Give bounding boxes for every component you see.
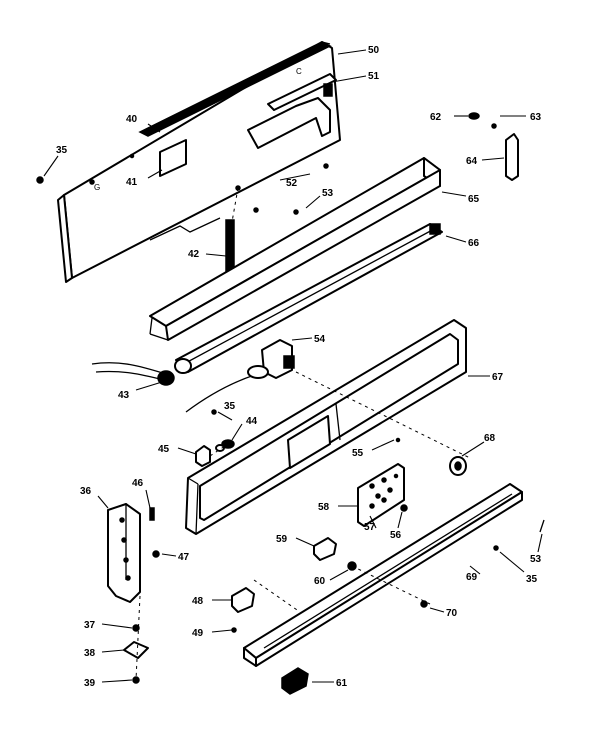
label-46: 46	[132, 478, 144, 489]
screw-47	[152, 550, 160, 558]
svg-text:G: G	[94, 183, 100, 192]
rail-66	[174, 223, 443, 374]
label-69: 69	[466, 572, 478, 583]
clip-44	[215, 439, 235, 452]
circuit-board-58	[357, 463, 405, 527]
label-51: 51	[368, 71, 380, 82]
label-52: 52	[286, 178, 298, 189]
label-40: 40	[126, 114, 138, 125]
alignment-lines	[135, 187, 471, 681]
label-70: 70	[446, 608, 458, 619]
leader-lines	[43, 49, 543, 683]
label-42: 42	[188, 249, 200, 260]
rail-69	[243, 483, 523, 667]
screw-46	[149, 507, 155, 521]
label-55: 55	[352, 448, 364, 459]
screw-56	[400, 504, 408, 512]
label-35b: 35	[224, 401, 236, 412]
label-57: 57	[364, 522, 376, 533]
label-54: 54	[314, 334, 326, 345]
screw-63	[491, 123, 497, 129]
screw-35b	[211, 409, 217, 415]
switch-54	[247, 339, 295, 379]
screw-62	[468, 112, 480, 120]
label-39: 39	[84, 678, 96, 689]
label-58: 58	[318, 502, 330, 513]
label-68: 68	[484, 433, 496, 444]
switch-61	[281, 667, 309, 695]
clip-38	[123, 641, 149, 659]
label-53a: 53	[322, 188, 334, 199]
control-panel-40: G C	[57, 41, 341, 283]
label-64: 64	[466, 156, 478, 167]
label-53b: 53	[530, 554, 542, 565]
screw-49	[231, 627, 237, 633]
screw-35c	[493, 545, 499, 551]
screw-53	[293, 209, 299, 215]
screw-35a	[36, 176, 44, 184]
label-67: 67	[492, 372, 504, 383]
bracket-36	[107, 503, 141, 603]
callout-labels: 35 40 41 42 50 51 52 53 62 63 64 65 66 4…	[56, 45, 542, 689]
button-59	[313, 537, 337, 561]
label-38: 38	[84, 648, 96, 659]
label-59: 59	[276, 534, 288, 545]
latch-48	[231, 587, 255, 613]
knob-45	[195, 445, 211, 467]
label-48: 48	[192, 596, 204, 607]
label-43: 43	[118, 390, 130, 401]
label-49: 49	[192, 628, 204, 639]
label-44: 44	[246, 416, 258, 427]
label-62: 62	[430, 112, 442, 123]
label-41: 41	[126, 177, 138, 188]
label-47: 47	[178, 552, 190, 563]
label-56: 56	[390, 530, 402, 541]
label-63: 63	[530, 112, 542, 123]
label-65: 65	[468, 194, 480, 205]
clip-64	[505, 133, 519, 181]
screw-55	[395, 437, 401, 443]
label-50: 50	[368, 45, 380, 56]
label-35c: 35	[526, 574, 538, 585]
label-66: 66	[468, 238, 480, 249]
window-frame-67	[185, 319, 467, 535]
label-37: 37	[84, 620, 96, 631]
rail-65	[149, 157, 441, 341]
knob-68	[449, 456, 467, 476]
screw-52	[323, 163, 329, 169]
screw-53b	[539, 519, 545, 533]
svg-text:C: C	[296, 67, 302, 76]
label-35a: 35	[56, 145, 68, 156]
label-61: 61	[336, 678, 348, 689]
label-60: 60	[314, 576, 326, 587]
screw-52b	[253, 207, 259, 213]
screw-70	[420, 600, 428, 608]
washer-37	[132, 624, 140, 632]
wire-harness-43	[91, 362, 265, 413]
label-45: 45	[158, 444, 170, 455]
label-36: 36	[80, 486, 92, 497]
